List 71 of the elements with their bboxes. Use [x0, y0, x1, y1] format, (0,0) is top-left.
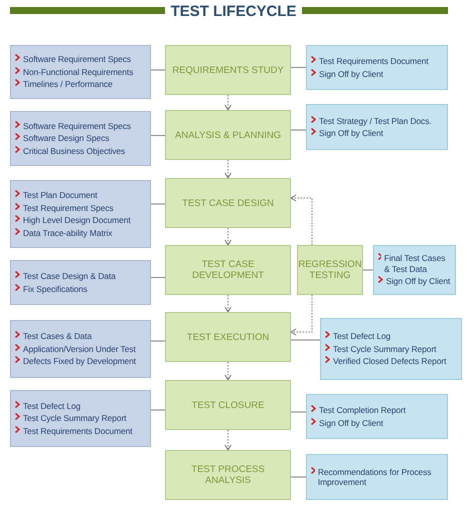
stage-box: [165, 110, 291, 160]
list-item: Software Design Specs: [23, 133, 110, 144]
output-box: [320, 318, 462, 380]
list-item: Test Strategy / Test Plan Docs.: [319, 116, 432, 126]
list-item: High Level Design Document: [23, 215, 130, 226]
list-item: Sign Off by Client: [386, 276, 450, 287]
list-item: Software Requirement Specs: [23, 120, 131, 132]
output-box: [373, 245, 456, 295]
list-item: Test Defect Log: [333, 331, 391, 342]
list-item: Test Cycle Summary Report: [333, 344, 436, 354]
arrow: [224, 430, 232, 450]
stage-label: TEST PROCESS ANALYSIS: [190, 464, 266, 486]
arrow: [224, 160, 232, 178]
connector-line: [290, 67, 306, 68]
output-box: [306, 454, 448, 500]
list-item: Test Requirements Document: [23, 426, 132, 436]
stage-label: ANALYSIS & PLANNING: [175, 130, 281, 140]
stage-box: [165, 245, 291, 295]
list-item: Critical Business Objectives: [23, 146, 126, 156]
arrow: [224, 294, 232, 312]
stage-box: [297, 245, 363, 295]
list-item: Application/Version Under Test: [23, 344, 136, 354]
stage-label: TEST EXECUTION: [186, 332, 270, 342]
stage-box: [165, 450, 291, 500]
list-item: Fix Specifications: [23, 284, 88, 294]
list-item: Test Cases & Data: [23, 331, 92, 342]
list-item: Data Trace-ability Matrix: [23, 228, 112, 238]
connector-line: [150, 135, 166, 136]
input-box: [10, 45, 151, 99]
stage-label: REQUIREMENTS STUDY: [172, 64, 284, 76]
stage-label: REGRESSION TESTING: [298, 259, 362, 281]
stage-label: TEST CASE DEVELOPMENT: [191, 259, 265, 281]
list-item: Timelines / Performance: [23, 79, 112, 90]
output-box: [306, 45, 448, 90]
arrow: [224, 362, 232, 380]
stage-label: TEST CLOSURE: [192, 400, 264, 410]
list-item: Test Completion Report: [319, 405, 406, 416]
input-box: [10, 260, 151, 305]
list-item: Defects Fixed by Development: [23, 356, 136, 367]
list-item: Software Requirement Specs: [23, 54, 131, 65]
list-item: Non-Functional Requirements: [23, 66, 134, 78]
arrow: [290, 194, 312, 246]
input-box: [10, 180, 151, 248]
input-box: [10, 111, 151, 166]
output-box: [306, 104, 448, 150]
list-item: Verified Closed Defects Report: [333, 356, 446, 367]
stage-box: [165, 45, 291, 95]
list-item: Test Requirements Document: [319, 56, 428, 66]
list-item: Test Case Design & Data: [23, 271, 116, 282]
stage-box: [165, 380, 291, 430]
list-item: Test Requirement Specs: [23, 202, 114, 213]
list-item: Test Defect Log: [23, 400, 81, 412]
list-item: Sign Off by Client: [319, 418, 384, 428]
list-item: Sign Off by Client: [319, 68, 384, 79]
input-box: [10, 320, 151, 378]
arrow: [224, 94, 232, 110]
connector-line: [150, 340, 166, 342]
connector-line: [290, 476, 306, 478]
input-box: [10, 390, 151, 447]
list-item: Sign Off by Client: [319, 128, 384, 138]
connector-line: [150, 277, 166, 278]
arrow: [290, 294, 312, 336]
stage-box: [165, 312, 291, 362]
list-item: Final Test Cases & Test Data: [384, 253, 446, 274]
list-item: Test Cycle Summary Report: [23, 413, 126, 424]
arrow: [224, 228, 232, 246]
output-box: [306, 394, 448, 439]
stage-box: [165, 178, 291, 228]
list-item: Test Plan Document: [23, 190, 98, 200]
stage-label: TEST CASE DESIGN: [182, 198, 274, 208]
list-item: Recommendations for Process Improvement: [318, 466, 432, 488]
